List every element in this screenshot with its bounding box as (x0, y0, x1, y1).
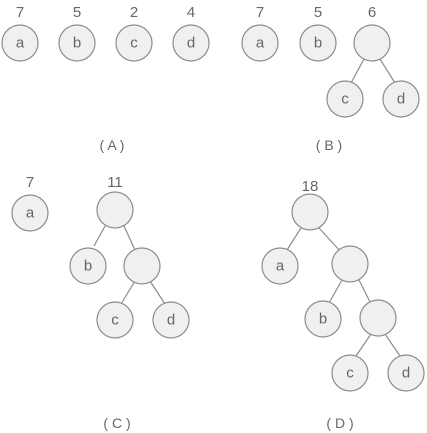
leaf-node-b (58, 24, 96, 62)
panel-a: 7 5 2 4 a b c d ( A ) (1, 4, 210, 153)
caption-b: ( B ) (316, 137, 342, 153)
leaf-label-c: c (111, 312, 119, 329)
leaf-label-c: c (341, 91, 349, 108)
leaf-label-b: b (84, 258, 92, 275)
weight-b: 5 (73, 4, 81, 21)
leaf-label-c: c (130, 35, 138, 52)
leaf-label-d: d (397, 91, 405, 108)
weight-a: 7 (26, 174, 34, 191)
weight-internal-root: 18 (302, 178, 319, 195)
leaf-node-a (1, 24, 39, 62)
weight-d: 4 (187, 4, 195, 21)
edge (328, 279, 343, 304)
edge (350, 58, 365, 84)
edge (358, 279, 372, 305)
internal-node-root (291, 193, 329, 231)
leaf-label-a: a (26, 205, 35, 222)
leaf-node-a (261, 247, 299, 285)
leaf-label-a: a (256, 35, 265, 52)
leaf-label-b: b (319, 311, 327, 328)
leaf-node-b (299, 24, 337, 62)
panel-d: 18 a b c d ( D ) (261, 178, 425, 431)
caption-c: ( C ) (103, 415, 130, 431)
internal-node (331, 245, 369, 283)
leaf-label-d: d (402, 365, 410, 382)
internal-node (353, 24, 391, 62)
leaf-node-c (326, 80, 364, 118)
weight-a: 7 (16, 4, 24, 21)
leaf-label-d: d (187, 35, 195, 52)
leaf-label-c: c (346, 365, 354, 382)
leaf-label-b: b (314, 35, 322, 52)
leaf-label-a: a (276, 258, 285, 275)
edge (149, 280, 166, 305)
internal-node-root (96, 191, 134, 229)
edge (384, 333, 401, 357)
leaf-node-d (152, 301, 190, 339)
panel-b: 7 5 6 a b c d ( B ) (241, 4, 420, 153)
panel-c: 7 11 a b c d ( C ) (11, 174, 190, 431)
edge (379, 58, 396, 84)
internal-node (123, 247, 161, 285)
leaf-node-d (387, 354, 425, 392)
leaf-node-a (241, 24, 279, 62)
edge (355, 333, 372, 357)
edge (318, 227, 342, 253)
leaf-node-c (331, 354, 369, 392)
weight-internal-root: 11 (107, 174, 123, 191)
weight-a: 7 (256, 4, 264, 21)
edge (286, 227, 302, 251)
leaf-node-b (304, 300, 342, 338)
weight-b: 5 (314, 4, 322, 21)
edge (93, 225, 106, 247)
weight-c: 2 (130, 4, 138, 21)
leaf-node-b (69, 247, 107, 285)
internal-node (359, 299, 397, 337)
edge (120, 280, 136, 305)
caption-d: ( D ) (326, 415, 353, 431)
weight-internal: 6 (368, 4, 376, 21)
leaf-label-d: d (167, 312, 175, 329)
edge (123, 225, 136, 251)
leaf-node-a (11, 194, 49, 232)
caption-a: ( A ) (100, 137, 125, 153)
leaf-node-c (96, 301, 134, 339)
leaf-node-d (382, 80, 420, 118)
leaf-label-a: a (16, 35, 25, 52)
leaf-label-b: b (73, 35, 81, 52)
leaf-node-c (115, 24, 153, 62)
leaf-node-d (172, 24, 210, 62)
